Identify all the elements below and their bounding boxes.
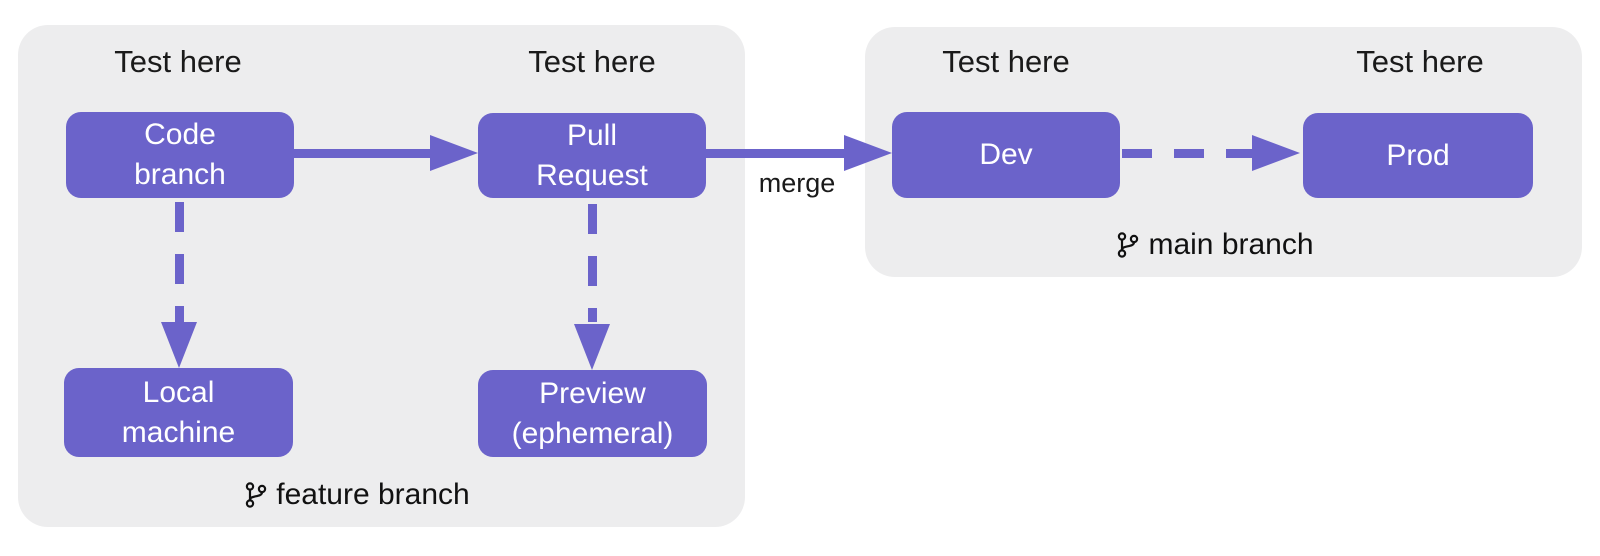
node-label-line: Local	[142, 375, 215, 409]
main-branch-label-text: main branch	[1148, 228, 1314, 261]
node-label-line: branch	[134, 158, 226, 191]
arrowhead-down-icon	[161, 322, 197, 368]
test-here-label-code-branch: Test here	[114, 44, 242, 79]
node-label-line: machine	[121, 415, 236, 449]
node-label-line: Code	[144, 118, 216, 151]
code-branch-icon	[246, 482, 267, 508]
node-preview-ephemeral: Preview (ephemeral)	[478, 370, 707, 457]
main-branch-label: main branch	[1075, 228, 1355, 262]
arrowhead-down-icon	[574, 324, 610, 370]
arrow-pull-request-to-preview-dashed	[588, 204, 597, 322]
merge-edge-label: merge	[758, 168, 836, 198]
test-here-label-pull-request: Test here	[528, 44, 656, 79]
node-label-line: Request	[536, 158, 648, 192]
feature-branch-label-text: feature branch	[276, 478, 470, 511]
arrow-dev-to-prod-dashed	[1122, 149, 1254, 158]
node-label-line: Pull	[566, 118, 618, 152]
node-dev: Dev	[892, 112, 1120, 198]
arrowhead-right-icon	[430, 135, 478, 171]
node-prod: Prod	[1303, 113, 1533, 198]
node-code-branch: Code branch	[66, 112, 294, 198]
feature-branch-label: feature branch	[217, 478, 497, 512]
arrowhead-right-icon	[1252, 135, 1300, 171]
test-here-label-prod: Test here	[1356, 44, 1484, 79]
node-label-line: Dev	[979, 138, 1033, 171]
arrow-pull-request-to-dev	[706, 149, 846, 158]
test-here-label-dev: Test here	[942, 44, 1070, 79]
node-label-line: Prod	[1386, 138, 1450, 172]
node-label-line: Preview	[539, 376, 646, 410]
code-branch-icon	[1118, 232, 1139, 258]
arrow-code-branch-to-local-machine-dashed	[175, 202, 184, 322]
node-label-line: (ephemeral)	[511, 416, 674, 450]
arrowhead-right-icon	[844, 135, 892, 171]
node-local-machine: Local machine	[64, 368, 293, 457]
arrow-code-branch-to-pull-request	[294, 149, 434, 158]
node-pull-request: Pull Request	[478, 113, 706, 198]
